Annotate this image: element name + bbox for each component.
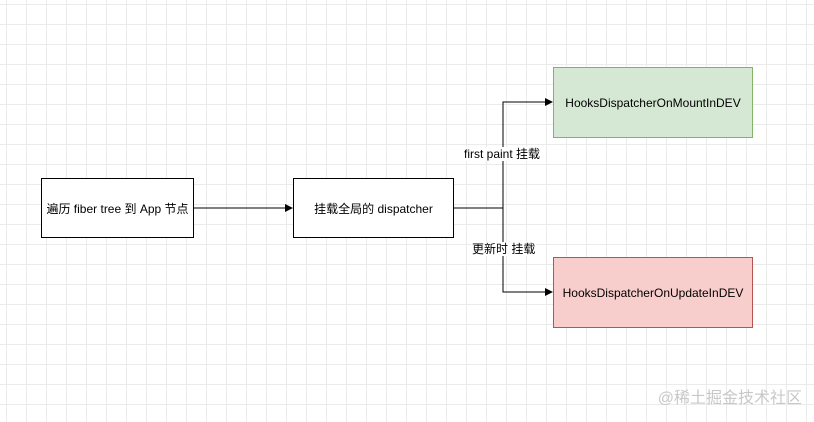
edge-label-update-time: 更新时 挂载 xyxy=(471,242,537,256)
node-on-mount-label: HooksDispatcherOnMountInDEV xyxy=(565,95,741,110)
node-traverse-label: 遍历 fiber tree 到 App 节点 xyxy=(46,201,189,216)
watermark-text: @稀土掘金技术社区 xyxy=(657,390,802,407)
node-on-update-label: HooksDispatcherOnUpdateInDEV xyxy=(562,285,744,300)
node-mount-global-dispatcher: 挂载全局的 dispatcher xyxy=(293,178,454,238)
edge-label-first-paint: first paint 挂载 xyxy=(463,147,542,161)
node-hooks-dispatcher-on-mount: HooksDispatcherOnMountInDEV xyxy=(553,67,753,138)
node-traverse-fiber-tree: 遍历 fiber tree 到 App 节点 xyxy=(41,178,194,238)
node-hooks-dispatcher-on-update: HooksDispatcherOnUpdateInDEV xyxy=(553,257,753,328)
node-mount-dispatcher-label: 挂载全局的 dispatcher xyxy=(314,201,433,216)
